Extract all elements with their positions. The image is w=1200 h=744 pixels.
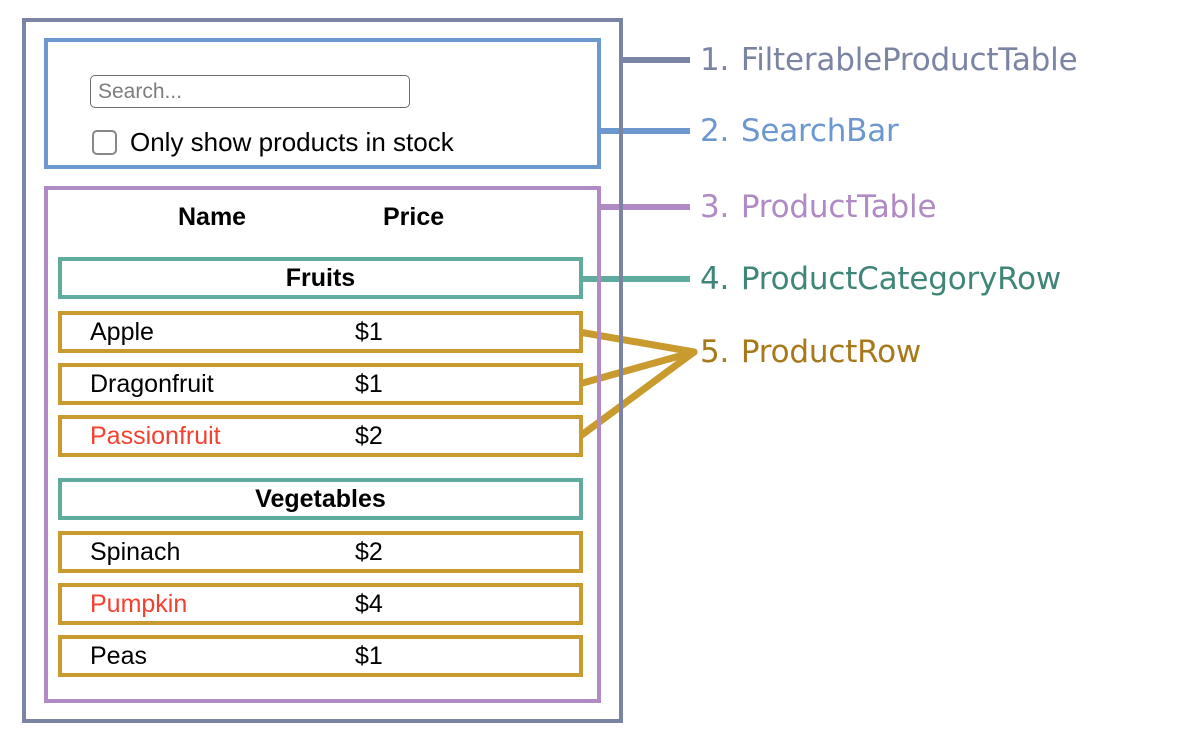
product-row[interactable]: Pumpkin $4 [58,583,583,625]
legend-item-product-table: 3. ProductTable [700,189,937,225]
column-header-name: Name [178,203,247,231]
search-bar-container [44,38,601,169]
product-name: Dragonfruit [90,370,214,398]
legend-text: SearchBar [740,113,899,149]
product-price: $2 [355,538,383,566]
product-row[interactable]: Spinach $2 [58,531,583,573]
legend-item-product-row: 5. ProductRow [700,334,921,370]
product-category-row: Fruits [58,257,583,299]
product-name: Peas [90,642,147,670]
product-name: Pumpkin [90,590,188,618]
legend-number: 2. [700,113,730,149]
legend-number: 5. [700,334,730,370]
legend-item-search-bar: 2. SearchBar [700,113,899,149]
legend-text: ProductTable [740,189,937,225]
filterable-product-table-container [22,18,623,723]
legend-text: ProductRow [740,334,922,370]
product-row[interactable]: Peas $1 [58,635,583,677]
product-price: $4 [355,590,383,618]
only-in-stock-checkbox[interactable] [92,129,117,155]
legend-text: ProductCategoryRow [740,261,1062,297]
product-row[interactable]: Passionfruit $2 [58,415,583,457]
only-in-stock-label: Only show products in stock [130,127,454,157]
product-name: Spinach [90,538,181,566]
product-category-row: Vegetables [58,478,583,520]
product-price: $2 [355,422,383,450]
category-label: Vegetables [255,485,386,513]
legend-number: 4. [700,261,730,297]
product-price: $1 [355,370,383,398]
legend-number: 3. [700,189,730,225]
product-price: $1 [355,642,383,670]
table-header-row: Name Price [58,196,583,238]
product-row[interactable]: Dragonfruit $1 [58,363,583,405]
product-name: Apple [90,318,154,346]
legend-item-product-category-row: 4. ProductCategoryRow [700,261,1061,297]
stock-filter-row[interactable]: Only show products in stock [92,126,454,158]
legend-number: 1. [700,42,730,78]
legend-item-filterable-product-table: 1. FilterableProductTable [700,42,1078,78]
product-price: $1 [355,318,383,346]
product-name: Passionfruit [90,422,221,450]
category-label: Fruits [285,264,356,292]
search-input[interactable] [90,75,410,108]
column-header-price: Price [383,203,445,231]
product-table-container [44,186,601,703]
product-row[interactable]: Apple $1 [58,311,583,353]
legend-text: FilterableProductTable [740,42,1078,78]
